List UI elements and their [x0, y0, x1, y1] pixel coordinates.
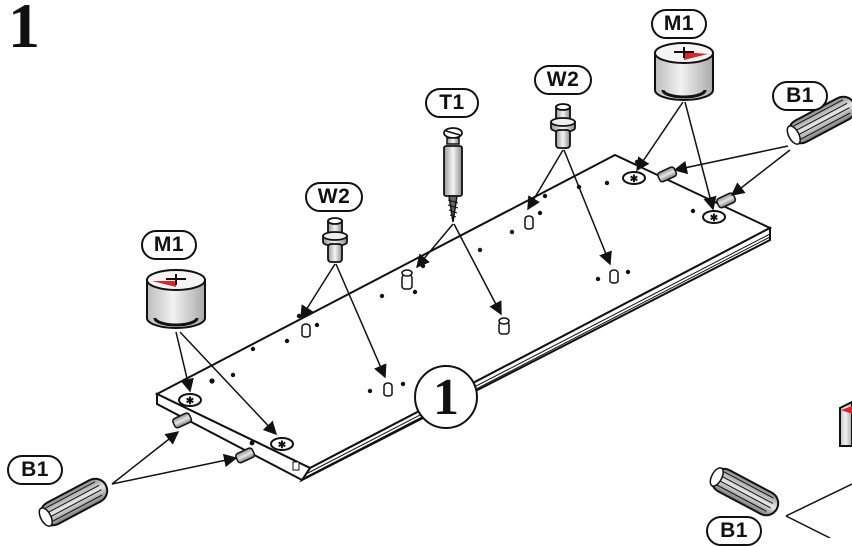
arrows	[111, 101, 791, 485]
dowel-bottom-left	[38, 477, 109, 527]
svg-text:✱: ✱	[278, 440, 287, 451]
dowel-bottom-right	[709, 467, 780, 517]
label-b1-right: B1	[772, 81, 828, 111]
cam-hole-left-2: ✱	[270, 437, 294, 451]
step-number: 1	[8, 0, 40, 61]
shelf-screw	[443, 127, 463, 223]
cam-lock-partial	[839, 400, 852, 447]
cam-pin-right	[550, 103, 576, 149]
cam-hole-left: ✱	[178, 393, 202, 407]
dowel-top-right	[786, 95, 852, 145]
cam-lock-left	[146, 269, 206, 329]
cam-hole-right-2: ✱	[702, 210, 726, 224]
cam-hole-right: ✱	[622, 171, 646, 185]
cam-lock-right	[654, 42, 714, 101]
label-b1-bottom: B1	[706, 516, 762, 546]
board-dowels	[172, 166, 737, 464]
panel-number: 1	[414, 365, 478, 429]
arrows-offframe	[785, 483, 852, 539]
label-m1-left: M1	[141, 230, 197, 260]
label-b1-left: B1	[7, 455, 63, 485]
board-pins	[301, 215, 619, 397]
board-panel	[154, 153, 773, 483]
label-w2-right: W2	[534, 65, 592, 95]
svg-text:✱: ✱	[630, 174, 639, 185]
cam-pin-left	[322, 217, 348, 263]
svg-text:✱: ✱	[186, 396, 195, 407]
svg-text:✱: ✱	[710, 213, 719, 224]
label-m1-right: M1	[651, 9, 707, 39]
label-w2-left: W2	[305, 182, 363, 212]
label-t1: T1	[425, 88, 479, 118]
